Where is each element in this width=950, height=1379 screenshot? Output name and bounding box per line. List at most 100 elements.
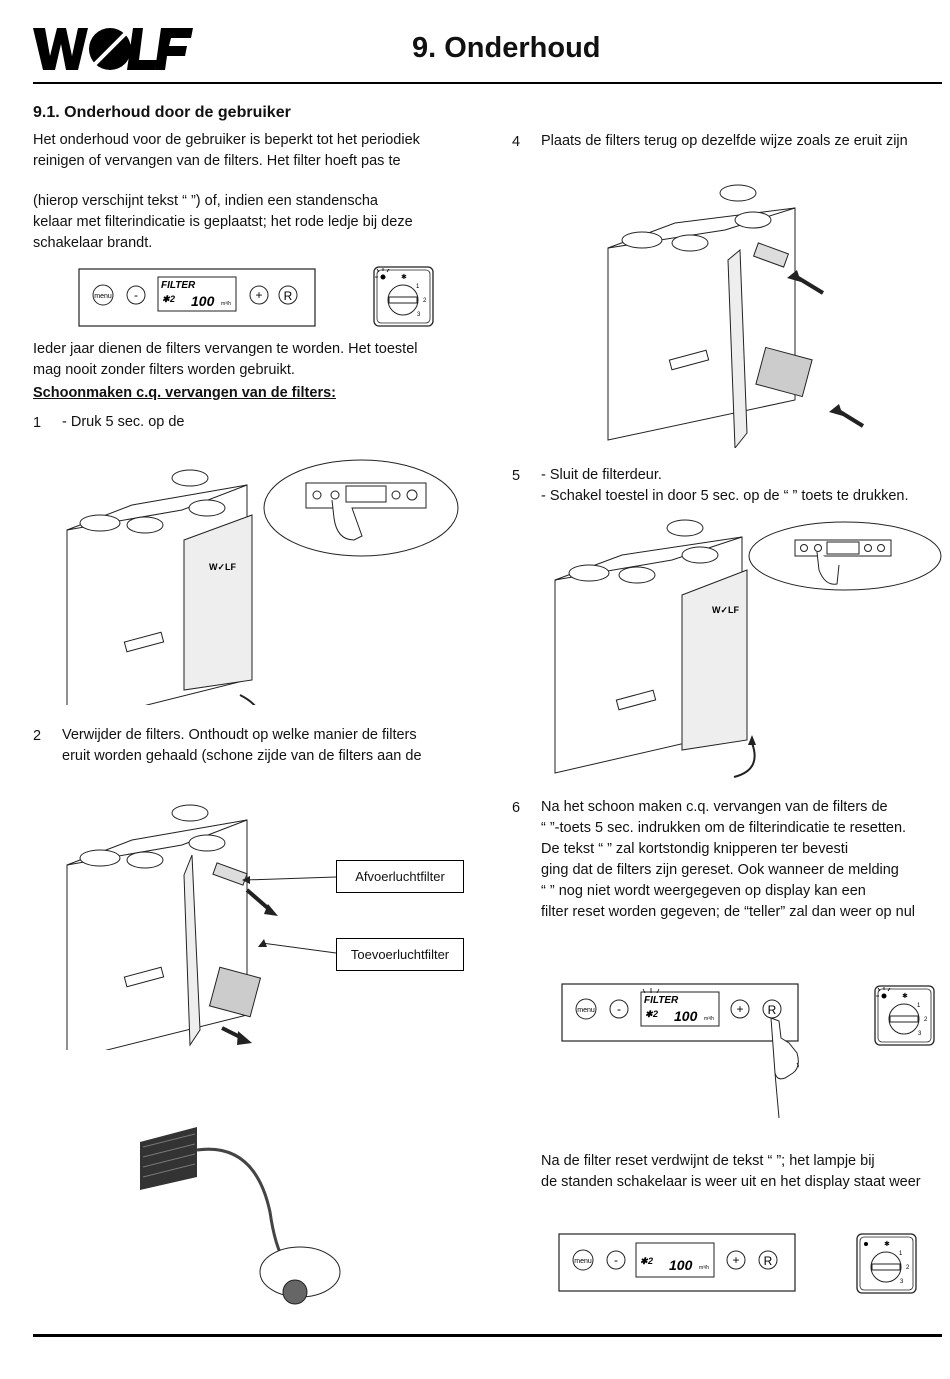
speed-switch-led-off: ✱ 1 2 3 — [856, 1233, 917, 1294]
page-title: 9. Onderhoud — [412, 32, 601, 64]
display-flow: 100 — [669, 1257, 693, 1273]
text-line: ging dat de filters zijn gereset. Ook wa… — [541, 862, 899, 878]
step4-text: Plaats de filters terug op dezelfde wijz… — [541, 133, 908, 149]
display-speed: 2 — [652, 1009, 658, 1019]
text-line: Het onderhoud voor de gebruiker is beper… — [33, 132, 420, 148]
speed-switch-led-on-2: ✱ 1 2 3 — [874, 985, 935, 1046]
switch-pos-3: 3 — [900, 1279, 904, 1285]
label-supply-filter: Toevoerluchtfilter — [336, 938, 464, 971]
minus-label: - — [134, 288, 138, 302]
step5-text: - Sluit de filterdeur. - Schakel toestel… — [541, 465, 946, 507]
switch-pos-2: 2 — [423, 298, 427, 304]
plus-button — [730, 999, 750, 1019]
svg-text:✱: ✱ — [884, 1240, 890, 1248]
intro-paragraph: Het onderhoud voor de gebruiker is beper… — [33, 130, 463, 172]
subheading: Schoonmaken c.q. vervangen van de filter… — [33, 385, 336, 401]
panel-callout-step5 — [748, 521, 942, 591]
speed-switch-led-on: ✱ 1 2 3 — [373, 266, 434, 327]
display-unit: m³/h — [221, 301, 231, 307]
minus-button — [609, 999, 629, 1019]
text-line: Verwijder de filters. Onthoudt op welke … — [62, 727, 417, 743]
text-line: filter reset worden gegeven; de “teller”… — [541, 904, 915, 920]
unit-illustration-open-door: W✓LF — [66, 469, 256, 705]
step-number: 5 — [512, 468, 521, 484]
display-filter-text: FILTER — [644, 995, 679, 1006]
svg-text:W✓LF: W✓LF — [712, 605, 740, 615]
panel-callout-step1 — [263, 459, 459, 557]
display-screen — [640, 991, 720, 1027]
yearly-paragraph: Ieder jaar dienen de filters vervangen t… — [33, 339, 463, 381]
step1-text: - Druk 5 sec. op de — [62, 414, 185, 430]
plus-label: + — [736, 1002, 743, 1016]
svg-text:✱: ✱ — [640, 1256, 649, 1266]
footer-rule — [33, 1334, 942, 1337]
text-line: eruit worden gehaald (schone zijde van d… — [62, 748, 422, 764]
text-line: “ ” nog niet wordt weergegeven op displa… — [541, 883, 866, 899]
step-number: 1 — [33, 415, 42, 431]
switch-pos-3: 3 — [417, 312, 421, 318]
text-line: mag nooit zonder filters worden gebruikt… — [33, 362, 295, 378]
text-line: - Sluit de filterdeur. — [541, 467, 662, 483]
reset-label: R — [768, 1003, 777, 1017]
display-flow: 100 — [191, 293, 215, 309]
switch-pos-1: 1 — [416, 284, 420, 290]
control-panel-reset: menu - FILTER ✱ 2 100 m³/h + R — [561, 983, 799, 1119]
filter-pointer-lines — [242, 876, 337, 954]
step6-text: Na het schoon maken c.q. vervangen van d… — [541, 797, 941, 923]
text-line: Na het schoon maken c.q. vervangen van d… — [541, 799, 888, 815]
label-exhaust-filter: Afvoerluchtfilter — [336, 860, 464, 893]
reset-button — [278, 285, 298, 305]
display-speed: 2 — [169, 294, 175, 304]
svg-text:W✓LF: W✓LF — [209, 562, 237, 572]
section-heading: 9.1. Onderhoud door de gebruiker — [33, 104, 291, 121]
menu-button-label: menu — [577, 1007, 595, 1014]
text-line: de standen schakelaar is weer uit en het… — [541, 1174, 921, 1190]
control-panel-filter: menu - FILTER ✱ 2 100 m³/h + R — [78, 268, 316, 327]
minus-button — [606, 1250, 626, 1270]
intro-paragraph-2: (hierop verschijnt tekst “ ”) of, indien… — [33, 191, 463, 254]
minus-button — [126, 285, 146, 305]
menu-button — [575, 998, 597, 1020]
plus-button — [249, 285, 269, 305]
menu-button — [92, 284, 114, 306]
plus-label: + — [255, 288, 262, 302]
display-unit: m³/h — [699, 1265, 709, 1271]
plus-button — [726, 1250, 746, 1270]
switch-pos-2: 2 — [906, 1265, 910, 1271]
control-panel-normal: menu - ✱ 2 100 m³/h + R — [558, 1233, 796, 1292]
header-rule — [33, 82, 942, 84]
minus-label: - — [617, 1002, 621, 1016]
svg-text:✱: ✱ — [401, 273, 407, 281]
unit-illustration-door-closed: W✓LF — [554, 519, 756, 778]
vacuum-cleaning-illustration — [140, 1127, 341, 1305]
switch-pos-2: 2 — [924, 1017, 928, 1023]
switch-pos-1: 1 — [917, 1003, 921, 1009]
text-line: kelaar met filterindicatie is geplaatst;… — [33, 214, 413, 230]
svg-text:✱: ✱ — [645, 1009, 654, 1019]
display-speed: 2 — [647, 1256, 653, 1266]
text-line: (hierop verschijnt tekst “ ”) of, indien… — [33, 193, 378, 209]
unit-illustration-filters-inserted — [607, 184, 865, 448]
text-line: Na de filter reset verdwijnt de tekst “ … — [541, 1153, 875, 1169]
display-unit: m³/h — [704, 1016, 714, 1022]
display-screen — [635, 1242, 715, 1278]
display-filter-text: FILTER — [161, 280, 196, 291]
reset-button — [758, 1250, 778, 1270]
wolf-logo — [33, 28, 193, 70]
reset-label: R — [284, 289, 293, 303]
unit-illustration-filters-removed — [66, 804, 278, 1050]
svg-text:✱: ✱ — [902, 992, 908, 1000]
plus-label: + — [732, 1253, 739, 1267]
text-line: “ ”-toets 5 sec. indrukken om de filteri… — [541, 820, 907, 836]
text-line: reinigen of vervangen van de filters. He… — [33, 153, 401, 169]
text-line: De tekst “ ” zal kortstondig knipperen t… — [541, 841, 849, 857]
menu-button-label: menu — [94, 293, 112, 300]
display-flow: 100 — [674, 1008, 698, 1024]
switch-pos-3: 3 — [918, 1031, 922, 1037]
menu-button — [572, 1249, 594, 1271]
text-line: - Schakel toestel in door 5 sec. op de “… — [541, 488, 909, 504]
step-number: 6 — [512, 800, 521, 816]
svg-text:✱: ✱ — [162, 294, 171, 304]
text-line: schakelaar brandt. — [33, 235, 153, 251]
menu-button-label: menu — [574, 1258, 592, 1265]
